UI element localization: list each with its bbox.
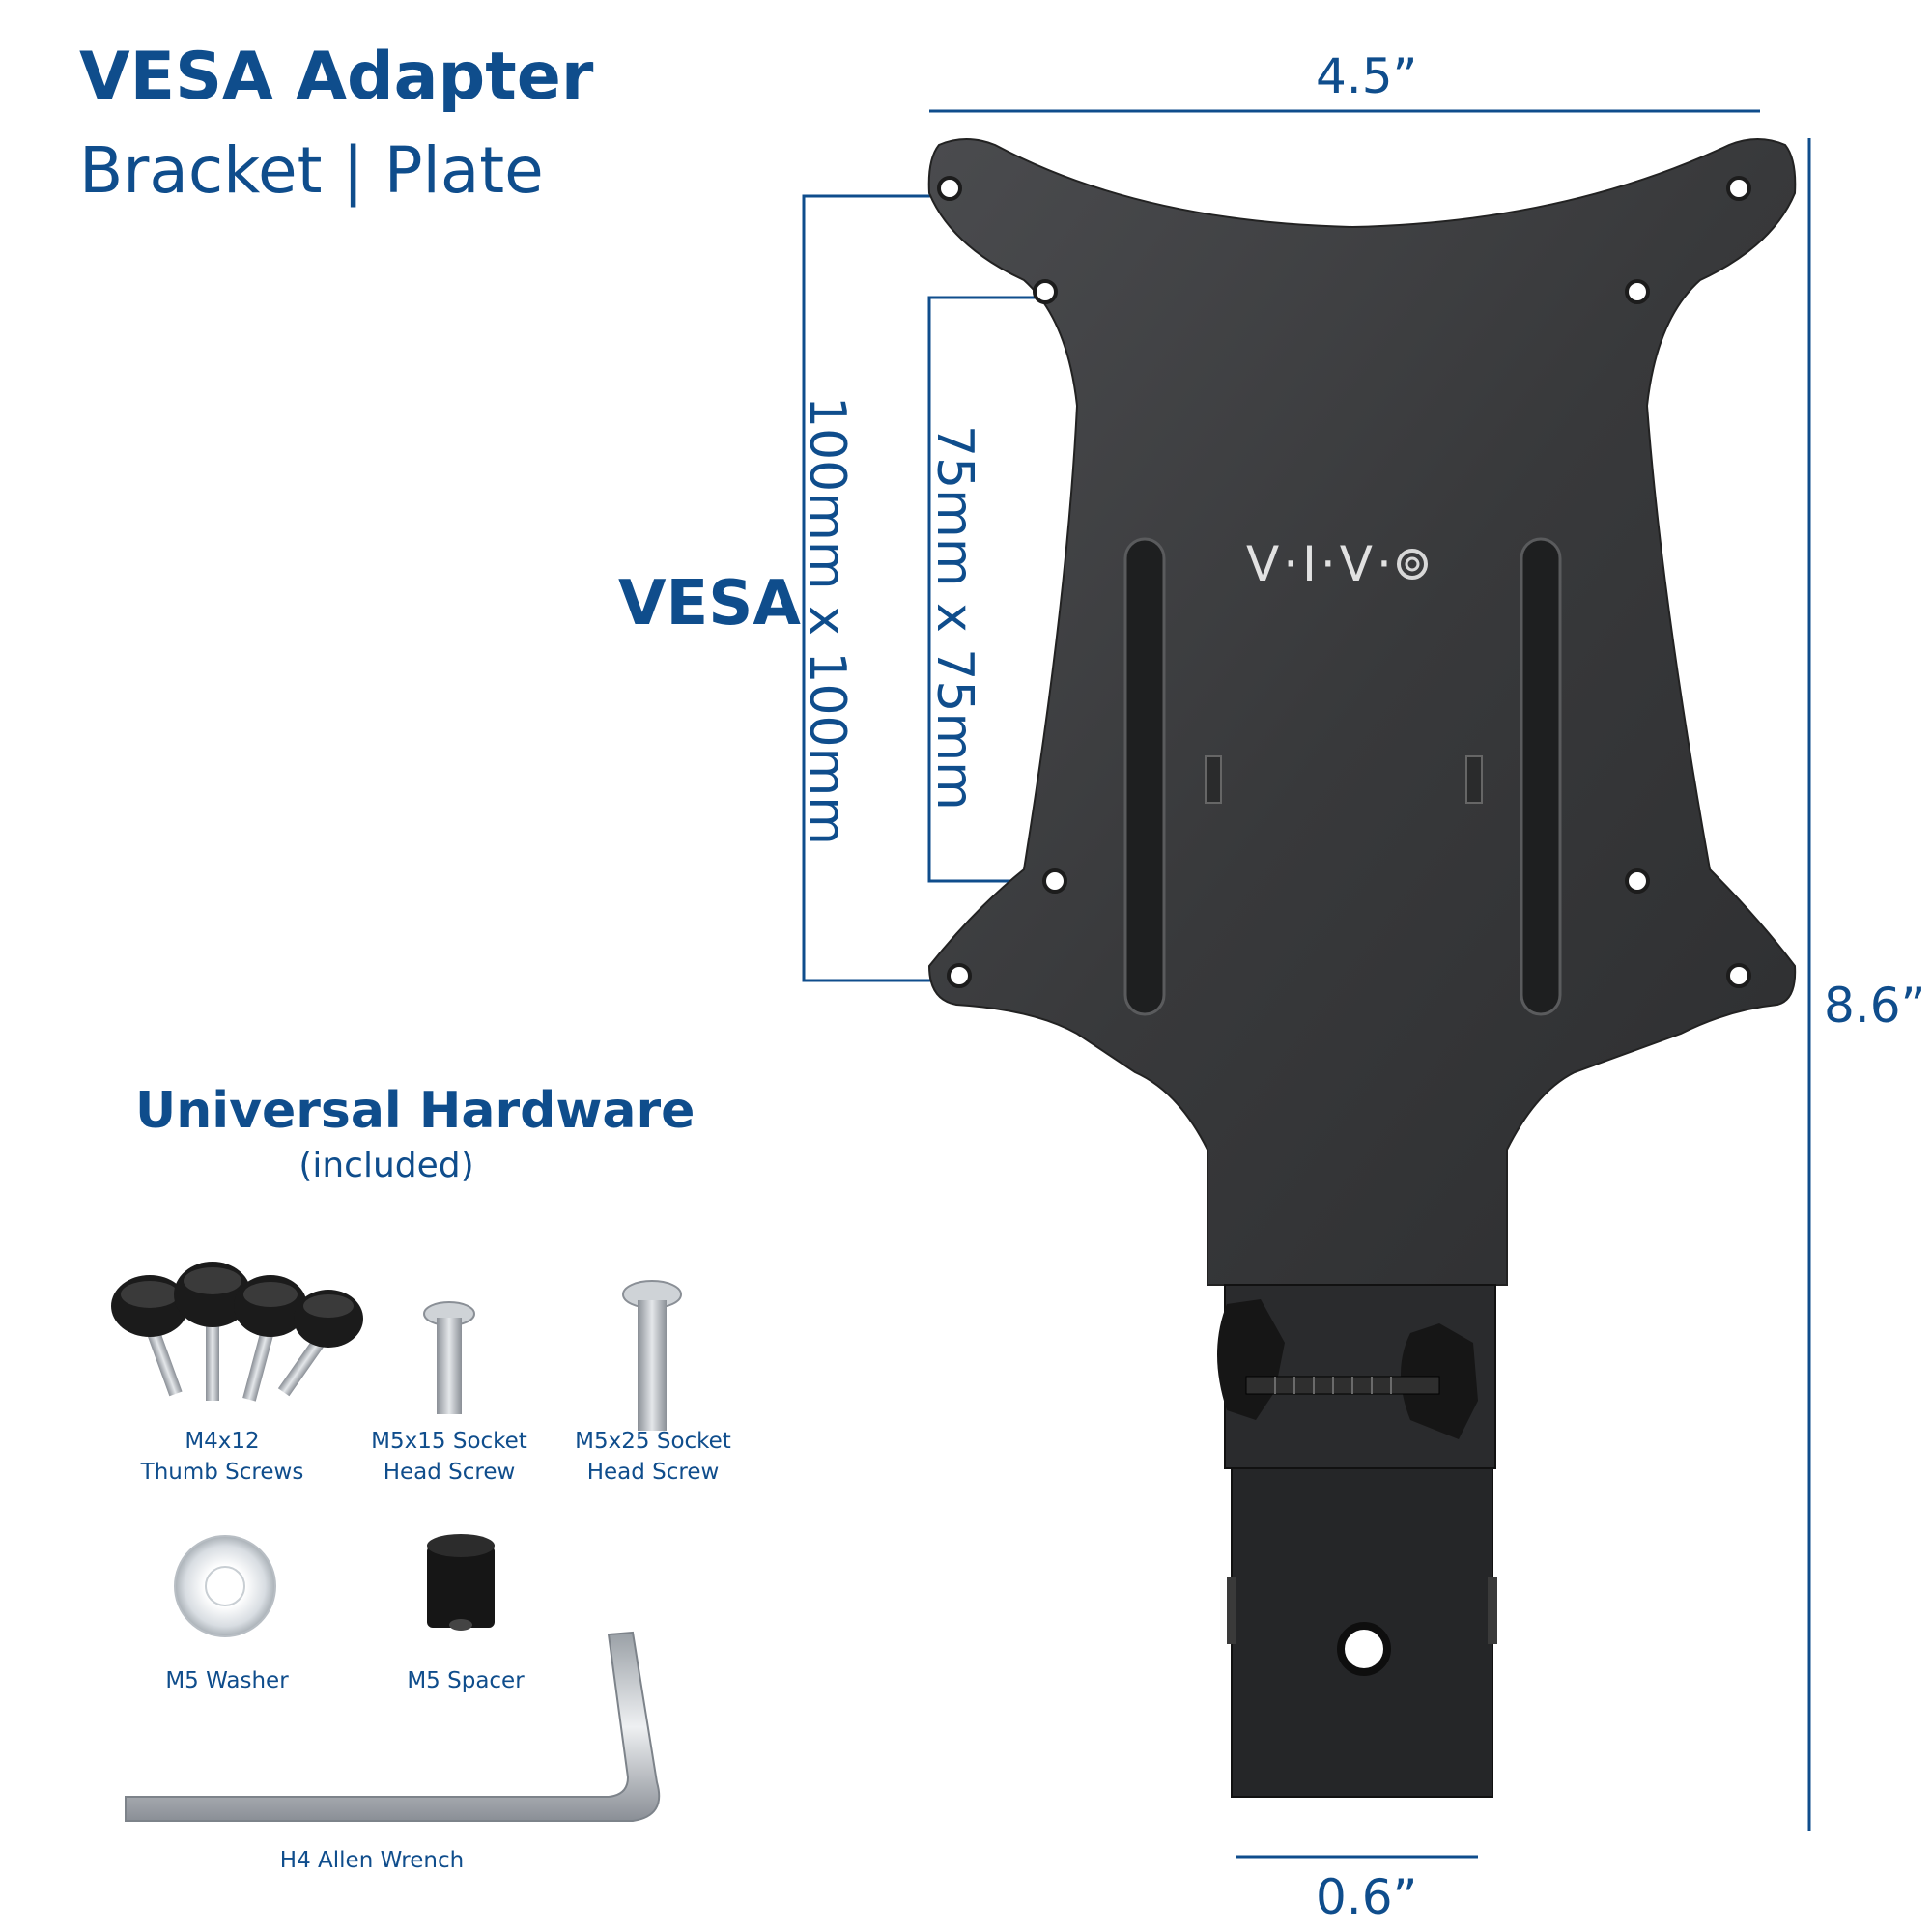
logo-swirl-icon — [1397, 549, 1428, 580]
m5x15-screw — [423, 1301, 475, 1414]
vesa-100-label: 100mm x 100mm — [798, 396, 856, 845]
hardware-item-washer: M5 Washer — [165, 1668, 289, 1693]
vesa-100-hole-bottom-left — [947, 963, 972, 988]
vesa-75-hole-top-left — [1033, 279, 1058, 304]
width-dimension-label: 4.5” — [1316, 48, 1418, 104]
vesa-label: VESA — [618, 568, 801, 639]
thumb-screw-2 — [174, 1262, 251, 1401]
dimension-lines — [802, 109, 1811, 1859]
plate-slot-right — [1520, 537, 1562, 1016]
thumb-screws — [111, 1262, 363, 1402]
clamp-hole — [1337, 1622, 1391, 1676]
hardware-item-thumb-screws: M4x12 Thumb Screws — [140, 1429, 304, 1485]
thumb-screw-4 — [277, 1290, 363, 1397]
hardware-item-m5x25: M5x25 Socket Head Screw — [575, 1429, 731, 1485]
vesa-100-bracket — [802, 194, 952, 982]
vesa-75-bracket — [927, 296, 1041, 883]
vesa-100-hole-bottom-right — [1726, 963, 1751, 988]
adapter-plate — [927, 138, 1797, 1286]
thumb-screw-1 — [111, 1275, 188, 1397]
page-title: VESA Adapter — [79, 39, 594, 115]
clamp-assembly — [1217, 1284, 1497, 1798]
plate-body — [927, 138, 1797, 1286]
plate-tab-left — [1205, 755, 1222, 804]
m5-washer — [174, 1535, 276, 1637]
hardware-item-spacer: M5 Spacer — [407, 1668, 525, 1693]
hardware-title: Universal Hardware — [135, 1082, 696, 1140]
vesa-75-hole-top-right — [1625, 279, 1650, 304]
vesa-75-hole-bottom-left — [1042, 868, 1067, 894]
height-dimension-label: 8.6” — [1824, 978, 1926, 1034]
vesa-100-hole-top-left — [937, 176, 962, 201]
m5-spacer — [427, 1534, 495, 1631]
hardware-item-m5x15: M5x15 Socket Head Screw — [371, 1429, 527, 1485]
vesa-75-hole-bottom-right — [1625, 868, 1650, 894]
vesa-100-hole-top-right — [1726, 176, 1751, 201]
plate-slot-left — [1123, 537, 1166, 1016]
hardware-item-allen-wrench: H4 Allen Wrench — [279, 1848, 465, 1873]
vesa-75-label: 75mm x 75mm — [925, 425, 983, 810]
allen-wrench — [125, 1631, 661, 1822]
m5x25-screw — [622, 1280, 682, 1431]
page-subtitle: Bracket | Plate — [79, 133, 544, 208]
brand-logo: V·I·V· — [1246, 536, 1396, 592]
clamp-dimension-label: 0.6” — [1316, 1869, 1418, 1925]
plate-tab-right — [1465, 755, 1483, 804]
hardware-subtitle: (included) — [298, 1146, 474, 1185]
thumb-screw-3 — [234, 1275, 307, 1402]
